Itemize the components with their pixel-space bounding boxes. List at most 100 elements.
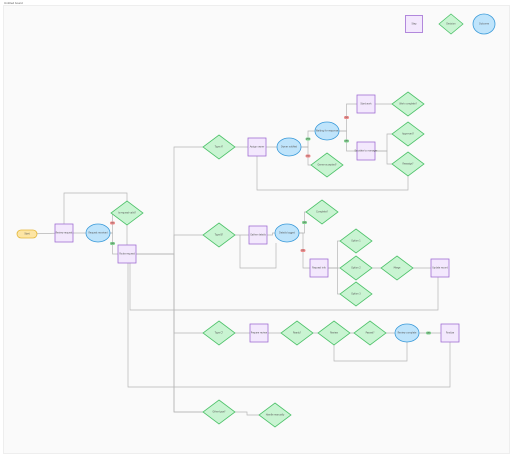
edge-label-text: yes — [111, 242, 116, 245]
node-label: Gather details — [250, 234, 266, 237]
node-label: Option 1 — [351, 240, 361, 243]
node-label: Request info — [312, 267, 326, 270]
node-p7-process[interactable]: Request info — [309, 258, 329, 278]
edge-label-text: yes — [427, 332, 432, 335]
edge-label-no: no — [305, 154, 311, 158]
node-label: Start work — [360, 103, 372, 106]
node-d6-decision[interactable]: Reassign? — [391, 151, 425, 177]
node-label: Review complete — [398, 332, 417, 335]
node-label: Ready? — [293, 332, 302, 335]
node-label: Approved? — [402, 133, 414, 136]
node-label: Merge — [394, 267, 401, 270]
node-p6-process[interactable]: Gather details — [248, 225, 268, 245]
node-p10-process[interactable]: Finalize — [440, 323, 460, 343]
legend-label: Step — [412, 23, 418, 26]
node-label: Option 3 — [351, 293, 361, 296]
node-label: Prepare review — [251, 332, 268, 335]
edge-label-text: yes — [306, 138, 311, 141]
node-d4-decision[interactable]: Work complete? — [391, 91, 425, 117]
node-label: Waiting for response — [316, 130, 339, 133]
node-label: Escalate to manager — [355, 150, 378, 153]
edge-label-yes: yes — [344, 139, 349, 143]
node-d8-decision[interactable]: Complete? — [305, 199, 339, 225]
node-label: Other type? — [213, 411, 227, 414]
node-p3-process[interactable]: Assign owner — [247, 137, 267, 157]
node-d9-decision[interactable]: Option 1 — [339, 228, 373, 254]
node-e2-event[interactable]: Owner notified — [276, 137, 302, 157]
node-d13-decision[interactable]: Type C? — [202, 320, 236, 346]
legend: Step Decision Outcome — [405, 13, 496, 35]
node-label: Review — [330, 332, 338, 335]
legend-item-decision[interactable]: Decision — [438, 13, 464, 35]
node-label: Option 2 — [351, 267, 361, 270]
node-d15-decision[interactable]: Review — [317, 320, 351, 346]
node-d14-decision[interactable]: Ready? — [280, 320, 314, 346]
node-label: Owner notified — [281, 146, 298, 149]
node-d18-decision[interactable]: Handle manually — [258, 402, 292, 428]
connector-loop-3[interactable] — [239, 235, 277, 269]
node-start-terminal[interactable]: Start — [16, 229, 38, 239]
node-label: Reassign? — [403, 163, 415, 166]
edge-label-text: yes — [303, 221, 308, 224]
legend-item-event[interactable]: Outcome — [472, 13, 496, 35]
node-label: Complete? — [316, 211, 329, 214]
node-label: Assign owner — [250, 146, 265, 149]
node-d12-decision[interactable]: Merge — [380, 255, 414, 281]
connector-p2-d7[interactable] — [127, 234, 219, 255]
connector-loop-6[interactable] — [333, 340, 408, 362]
node-d7-decision[interactable]: Type B? — [202, 222, 236, 248]
legend-label: Outcome — [479, 23, 490, 26]
edge-label-no: no — [344, 116, 349, 119]
node-label: Type A? — [215, 146, 224, 149]
node-e1-event[interactable]: Request received — [85, 223, 111, 243]
node-label: Is request valid? — [118, 212, 137, 215]
node-label: Request received — [89, 232, 109, 235]
connector-loop-2[interactable] — [256, 156, 409, 191]
edge-label-yes: yes — [110, 242, 115, 245]
tab-title[interactable]: Untitled board — [4, 1, 23, 5]
node-label: Work complete? — [399, 103, 417, 106]
node-label: Details logged — [279, 232, 295, 235]
legend-item-process[interactable]: Step — [405, 15, 423, 33]
node-d5-decision[interactable]: Approved? — [391, 121, 425, 147]
node-label: Start — [24, 233, 29, 236]
node-d17-decision[interactable]: Other type? — [202, 399, 236, 425]
node-p9-process[interactable]: Prepare review — [249, 323, 269, 343]
connector-loop-4[interactable] — [129, 262, 439, 311]
node-e4-event[interactable]: Details logged — [274, 223, 300, 243]
connector-p2-d2[interactable] — [127, 146, 219, 255]
edge-badges: no yes yes no no yes yes no yes — [110, 116, 431, 335]
connector-p2-d13[interactable] — [127, 253, 219, 334]
legend-label: Decision — [446, 23, 456, 26]
node-p2-process[interactable]: Route request — [117, 244, 137, 264]
node-p4-process[interactable]: Start work — [356, 94, 376, 114]
node-p8-process[interactable]: Update record — [430, 258, 450, 278]
node-e5-event[interactable]: Review complete — [394, 323, 420, 343]
node-p1-process[interactable]: Review request — [54, 223, 74, 243]
node-d2-decision[interactable]: Type A? — [202, 134, 236, 160]
node-label: Handle manually — [266, 414, 285, 417]
nodes: Start Review request Request received Is re… — [16, 91, 460, 428]
node-label: Route request — [119, 253, 135, 256]
node-label: Type B? — [215, 234, 224, 237]
edge-label-no: no — [300, 249, 306, 252]
connector-loop-5[interactable] — [127, 262, 451, 388]
connector-loop-7[interactable] — [173, 254, 203, 413]
connectors — [26, 103, 451, 416]
node-d1-decision[interactable]: Is request valid? — [110, 200, 144, 226]
node-d16-decision[interactable]: Passed? — [353, 320, 387, 346]
edge-label-text: no — [302, 249, 305, 252]
node-label: Update record — [432, 267, 448, 270]
node-label: Type C? — [215, 332, 224, 335]
node-label: Review request — [56, 232, 73, 235]
node-p5-process[interactable]: Escalate to manager — [355, 141, 378, 161]
edge-label-text: no — [345, 116, 348, 119]
edge-label-text: no — [111, 222, 114, 225]
edge-label-no: no — [110, 221, 115, 225]
node-e3-event[interactable]: Waiting for response — [314, 121, 340, 141]
node-label: Passed? — [366, 332, 376, 335]
node-d10-decision[interactable]: Option 2 — [339, 255, 373, 281]
node-d11-decision[interactable]: Option 3 — [339, 281, 373, 307]
node-d3-decision[interactable]: Owner accepted? — [310, 152, 344, 178]
